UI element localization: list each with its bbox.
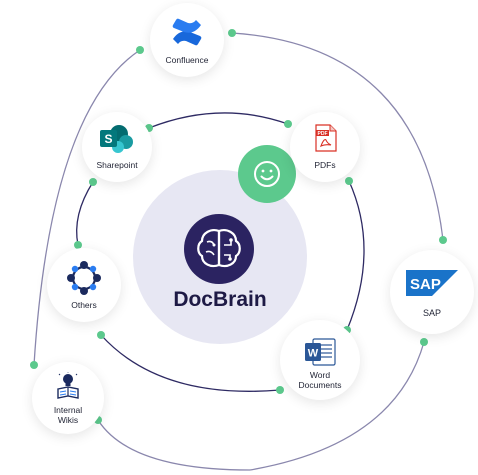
brain-icon <box>184 214 254 284</box>
connector-dot <box>89 178 97 186</box>
connector-dot <box>30 361 38 369</box>
node-label: Internal Wikis <box>53 405 83 425</box>
connector-dot <box>74 241 82 249</box>
sap-logo-text: SAP <box>410 276 441 293</box>
pdf-icon: PDF <box>315 124 337 157</box>
connector-arc <box>148 112 289 129</box>
connector-arc <box>346 180 365 331</box>
word-logo-letter: W <box>308 348 319 360</box>
node-label: Confluence <box>165 55 209 65</box>
node-label: Word Documents <box>298 370 342 390</box>
connector-dot <box>345 177 353 185</box>
connector-dot <box>136 46 144 54</box>
lightbulb-book-icon <box>56 371 80 405</box>
sharepoint-icon: S <box>99 124 135 159</box>
node-internal-wikis[interactable]: Internal Wikis <box>32 362 104 434</box>
connector-arc <box>97 419 251 471</box>
node-label: Sharepoint <box>96 160 138 170</box>
connector-dot <box>420 338 428 346</box>
connector-arc <box>76 181 94 246</box>
node-pdfs[interactable]: PDF PDFs <box>290 112 360 182</box>
smiley-icon <box>238 145 296 203</box>
node-word-documents[interactable]: W Word Documents <box>280 320 360 400</box>
word-icon: W <box>304 338 336 371</box>
node-sharepoint[interactable]: S Sharepoint <box>82 112 152 182</box>
sap-icon: SAP <box>406 270 458 301</box>
connector-arc <box>33 49 141 366</box>
node-confluence[interactable]: Confluence <box>150 3 224 77</box>
node-label: Others <box>71 300 97 310</box>
confluence-icon <box>170 15 204 54</box>
connector-arc <box>249 341 425 471</box>
pdf-logo-text: PDF <box>318 131 328 137</box>
connector-arc <box>100 334 281 392</box>
node-label: SAP <box>422 308 441 318</box>
connector-dot <box>284 120 292 128</box>
node-others[interactable]: Others <box>47 248 121 322</box>
connector-dot <box>97 331 105 339</box>
docbrain-title: DocBrain <box>173 288 267 311</box>
connector-arc <box>231 32 444 241</box>
connector-dot <box>228 29 236 37</box>
node-label: PDFs <box>314 160 336 170</box>
sharepoint-logo-letter: S <box>104 132 112 146</box>
connector-dot <box>439 236 447 244</box>
connector-dot <box>276 386 284 394</box>
node-sap[interactable]: SAP SAP <box>390 250 474 334</box>
network-icon <box>66 260 102 301</box>
